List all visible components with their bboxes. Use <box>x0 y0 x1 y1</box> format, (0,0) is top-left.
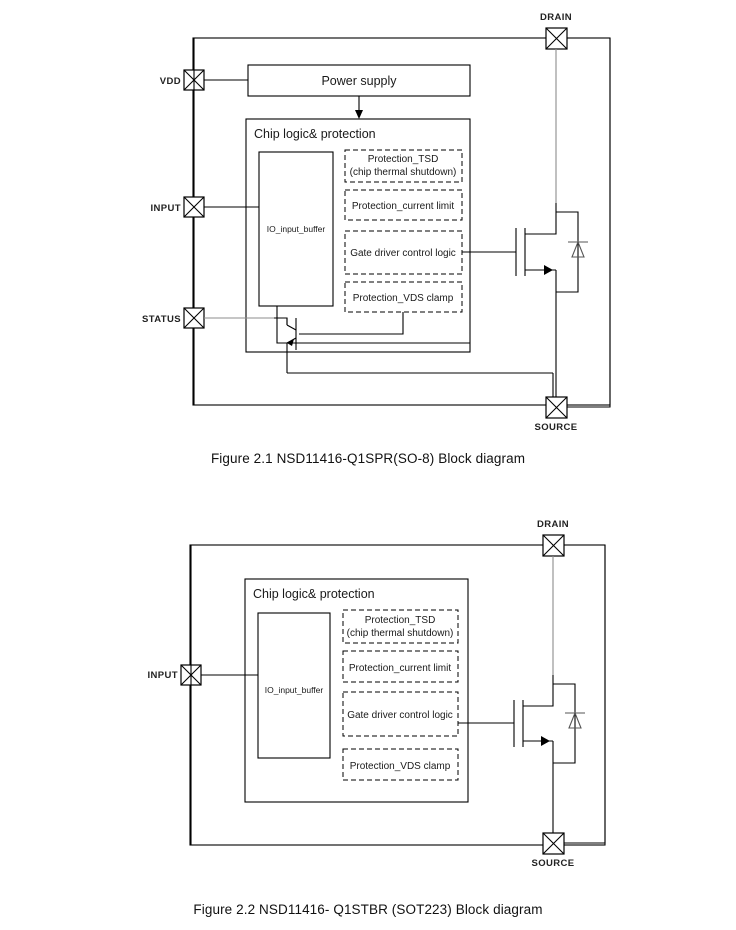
protection-current-limit-label-2: Protection_current limit <box>349 663 451 674</box>
wire-source-right-rail-1 <box>567 38 611 408</box>
pin-label-vdd: VDD <box>160 76 181 87</box>
arrowhead-power-to-chip <box>355 110 363 119</box>
pin-pad-drain-1 <box>545 27 568 50</box>
pin-pad-drain-2 <box>542 534 565 557</box>
pin-label-input-1: INPUT <box>151 203 182 214</box>
gate-driver-label-1: Gate driver control logic <box>350 248 456 259</box>
pin-label-drain-1: DRAIN <box>540 12 572 23</box>
io-input-buffer-label-1: IO_input_buffer <box>267 224 326 234</box>
io-input-buffer-1 <box>258 151 334 307</box>
protection-current-limit-block-2 <box>342 650 459 683</box>
pin-pad-status <box>183 307 205 329</box>
chip-logic-block-2 <box>244 578 469 803</box>
io-input-buffer-2 <box>257 612 331 759</box>
pin-label-source-1: SOURCE <box>534 422 577 433</box>
pin-label-status: STATUS <box>142 314 181 325</box>
power-mosfet-2 <box>458 675 585 833</box>
protection-tsd-line2-1: (chip thermal shutdown) <box>350 167 457 178</box>
protection-tsd-line2-2: (chip thermal shutdown) <box>347 628 454 639</box>
gate-driver-label-2: Gate driver control logic <box>347 710 453 721</box>
pin-label-source-2: SOURCE <box>531 858 574 869</box>
protection-tsd-block-1 <box>344 149 463 183</box>
chip-logic-block-1 <box>245 118 471 353</box>
figure-2-1-caption: Figure 2.1 NSD11416-Q1SPR(SO-8) Block di… <box>210 451 526 466</box>
chip-logic-title-1: Chip logic& protection <box>254 127 376 141</box>
io-input-buffer-label-2: IO_input_buffer <box>265 685 324 695</box>
protection-vds-clamp-label-2: Protection_VDS clamp <box>350 761 451 772</box>
wire-status-to-transistor <box>274 317 288 325</box>
protection-vds-clamp-block-1 <box>344 281 463 313</box>
wire-vds-clamp-to-status-gate <box>299 312 404 335</box>
gate-driver-block-2 <box>342 691 459 737</box>
pin-label-input-2: INPUT <box>148 670 179 681</box>
protection-current-limit-label-1: Protection_current limit <box>352 201 454 212</box>
pin-pad-source-1 <box>545 396 568 419</box>
protection-tsd-line1-1: Protection_TSD <box>368 154 439 165</box>
protection-tsd-line1-2: Protection_TSD <box>365 615 436 626</box>
chip-logic-title-2: Chip logic& protection <box>253 587 375 601</box>
protection-vds-clamp-label-1: Protection_VDS clamp <box>353 293 454 304</box>
figure-2-2-diagram: Chip logic& protection IO_input_buffer P… <box>148 519 606 869</box>
pin-pad-input-1 <box>183 196 205 218</box>
wire-source-right-rail-2 <box>564 545 606 844</box>
protection-vds-clamp-block-2 <box>342 748 459 781</box>
wire-buffer-bottom-bus <box>276 306 470 344</box>
power-mosfet-1 <box>462 203 588 397</box>
protection-current-limit-block-1 <box>344 189 463 221</box>
device-boundary-1 <box>192 37 611 406</box>
pin-label-drain-2: DRAIN <box>537 519 569 530</box>
status-transistor <box>286 318 390 352</box>
figure-2-2-caption: Figure 2.2 NSD11416- Q1STBR (SOT223) Blo… <box>193 902 543 917</box>
protection-tsd-block-2 <box>342 609 459 644</box>
pin-pad-source-2 <box>542 832 565 855</box>
figure-2-1-diagram: VDD Power supply Chip logic& protection … <box>142 12 611 433</box>
power-supply-label: Power supply <box>321 74 397 88</box>
